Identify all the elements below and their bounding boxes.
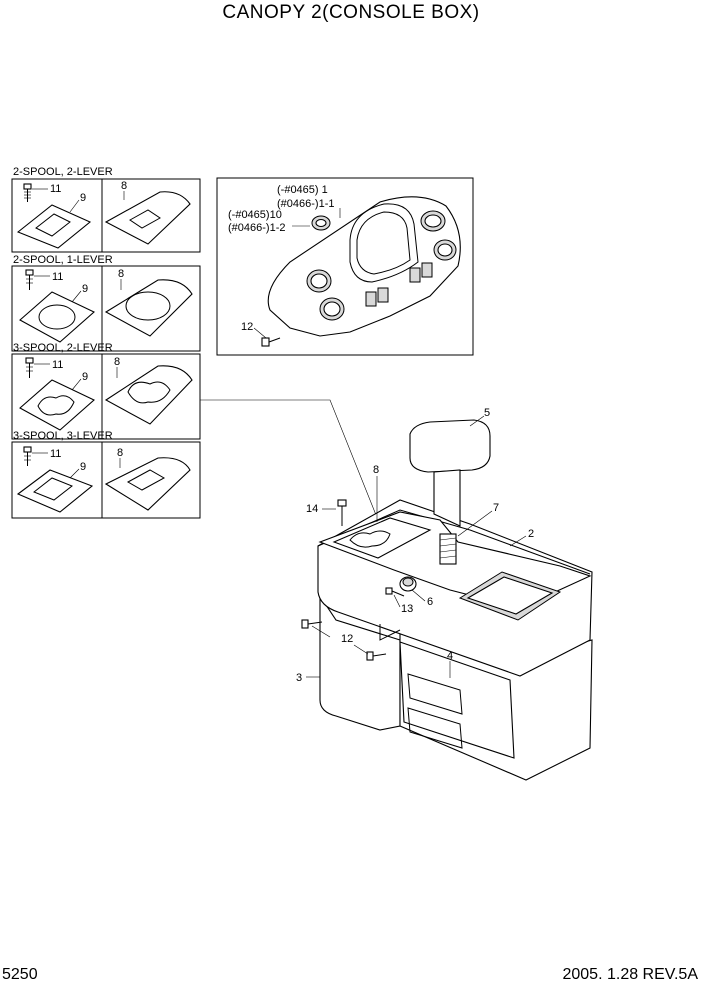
cover-icon [104,279,193,337]
switch-icon [421,262,433,278]
callout-1-2: (#0466-)1-2 [228,222,285,234]
switch-icon [365,291,377,307]
variant-label: 3-SPOOL, 2-LEVER [13,342,113,354]
variant-2spool-2lever: 2-SPOOL, 2-LEVER 11 9 8 [11,166,201,253]
callout-9: 9 [80,461,86,473]
callout-8: 8 [373,464,379,476]
variant-2spool-1lever: 2-SPOOL, 1-LEVER 11 9 8 [11,254,201,352]
variant-3spool-2lever: 3-SPOOL, 2-LEVER 11 9 8 [11,342,201,440]
switch-icon [377,287,389,303]
revision-date: 2005. 1.28 REV.5A [562,966,698,983]
cover-icon [104,365,193,425]
variant-label: 2-SPOOL, 1-LEVER [13,254,113,266]
bolt-icon [23,183,32,202]
bolt-icon [261,337,281,347]
plate-icon [19,291,95,343]
callout-7: 7 [493,502,499,514]
callout-1-1: (#0466-)1-1 [277,198,334,210]
callout-8: 8 [118,268,124,280]
page-title: CANOPY 2(CONSOLE BOX) [222,2,480,23]
callout-4: 4 [447,650,453,662]
callout-1: (-#0465) 1 [277,184,328,196]
panel-icon [399,641,515,759]
dash-panel-box: (-#0465) 1 (#0466-)1-1 (-#0465)10 (#0466… [216,177,474,356]
callout-5: 5 [484,407,490,419]
cover-icon [104,191,191,245]
knob-icon [399,576,417,592]
callout-13: 13 [401,603,413,615]
variant-3spool-3lever: 3-SPOOL, 3-LEVER 11 9 8 [11,430,201,519]
callout-10: (-#0465)10 [228,209,282,221]
cover-plate-icon [332,517,432,559]
callout-2: 2 [528,528,534,540]
bolt-icon [25,269,34,290]
callout-9: 9 [82,371,88,383]
callout-11: 11 [52,271,63,283]
plate-icon [16,204,92,249]
bolt-icon [25,357,34,378]
callout-14: 14 [306,503,318,515]
bolt-icon [301,619,323,629]
callout-11: 11 [50,448,61,460]
cover-icon [104,457,191,511]
screw-icon [385,587,405,597]
callout-3: 3 [296,672,302,684]
switch-icon [409,267,421,283]
spring-icon [439,533,457,565]
plate-icon [16,469,94,513]
armrest-icon [409,419,491,473]
callout-8: 8 [121,180,127,192]
callout-9: 9 [80,192,86,204]
callout-8: 8 [114,356,120,368]
callout-12: 12 [241,321,253,333]
dash-panel-icon [267,196,461,337]
variant-label: 3-SPOOL, 3-LEVER [13,430,113,442]
callout-11: 11 [52,359,63,371]
plate-icon [19,379,95,431]
page-number: 5250 [2,966,38,983]
callout-6: 6 [427,596,433,608]
bolt-icon [23,446,32,466]
bolt-icon [337,499,347,526]
callout-8: 8 [117,447,123,459]
leader-line [200,399,379,521]
console-assembly: 5 8 14 7 2 6 13 12 4 3 [296,407,593,781]
bolt-icon [366,651,387,661]
callout-11: 11 [50,183,61,195]
callout-9: 9 [82,283,88,295]
variant-label: 2-SPOOL, 2-LEVER [13,166,113,178]
callout-12: 12 [341,633,353,645]
